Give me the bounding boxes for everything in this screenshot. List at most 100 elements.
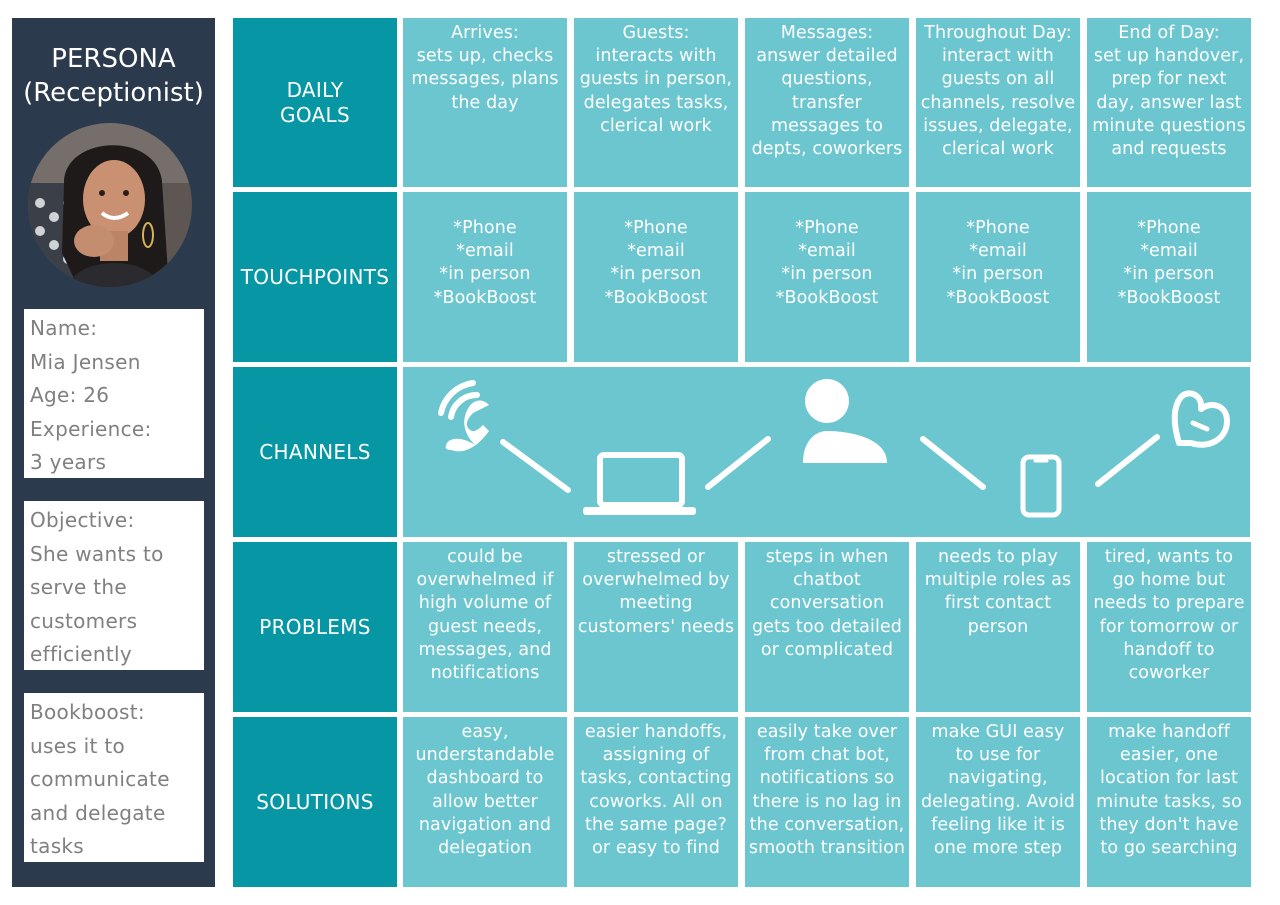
- row-header-daily-goals: DAILY GOALS: [233, 18, 397, 187]
- cell-line: *email: [456, 241, 514, 262]
- cell-line: *email: [798, 241, 856, 262]
- channel-connector: [500, 439, 571, 493]
- bookboost-line: and delegate: [30, 800, 166, 825]
- cell-line: *Phone: [624, 218, 688, 238]
- cell-line: answer detailed: [756, 46, 898, 67]
- cell-line: issues, delegate,: [923, 115, 1073, 136]
- phone-icon: [438, 380, 489, 452]
- row-header-label: PROBLEMS: [259, 614, 371, 639]
- cell-line: messages to: [771, 115, 883, 136]
- channel-connector: [705, 436, 771, 490]
- daily-goals-cell-end-of-day: End of Day: set up handover, prep for ne…: [1087, 18, 1251, 187]
- row-header-solutions: SOLUTIONS: [233, 717, 397, 887]
- cell-line: feeling like it is: [931, 814, 1065, 835]
- objective-line: Objective:: [30, 508, 135, 532]
- objective-line: serve the: [30, 575, 127, 599]
- cell-line: guest needs,: [427, 616, 543, 637]
- cell-line: from chat bot,: [764, 745, 890, 766]
- cell-line: navigation and: [418, 814, 552, 835]
- cell-line: or easy to find: [592, 838, 720, 859]
- touchpoints-cell: *Phone *email *in person *BookBoost: [1087, 192, 1251, 362]
- solutions-cell: make handoff easier, one location for la…: [1087, 717, 1251, 887]
- cell-line: *email: [969, 241, 1027, 262]
- cell-line: minute questions: [1092, 115, 1246, 136]
- cell-line: chatbot: [793, 570, 861, 591]
- cell-line: coworks. All on: [589, 791, 723, 812]
- cell-line: *in person: [439, 264, 531, 285]
- cell-line: allow better: [432, 791, 538, 812]
- cell-line: navigating,: [948, 768, 1048, 789]
- cell-line: sets up, checks: [416, 46, 554, 67]
- cell-line: make handoff: [1108, 722, 1230, 742]
- cell-line: person: [967, 616, 1029, 637]
- cell-line: *Phone: [1137, 218, 1201, 238]
- cell-line: delegates tasks,: [583, 92, 729, 113]
- persona-details-box: Name: Mia Jensen Age: 26 Experience: 3 y…: [24, 309, 204, 478]
- cell-line: easy,: [461, 722, 509, 742]
- objective-line: customers: [30, 608, 138, 633]
- cell-line: coworker: [1128, 663, 1210, 684]
- cell-line: delegating. Avoid: [920, 791, 1076, 812]
- row-header-label: GOALS: [280, 102, 350, 127]
- cell-line: *Phone: [966, 218, 1030, 238]
- cell-line: location for last: [1100, 768, 1238, 789]
- touchpoints-cell: *Phone *email *in person *BookBoost: [574, 192, 738, 362]
- cell-line: prep for next: [1111, 69, 1227, 90]
- cell-line: easily take over: [756, 722, 898, 742]
- cell-line: could be: [447, 547, 523, 567]
- bookboost-line: uses it to: [30, 733, 126, 758]
- cell-line: go home but: [1112, 570, 1226, 591]
- cell-line: Throughout Day:: [924, 23, 1072, 43]
- cell-line: gets too detailed: [751, 616, 902, 637]
- cell-line: high volume of: [418, 593, 552, 614]
- touchpoints-cell: *Phone *email *in person *BookBoost: [403, 192, 567, 362]
- cell-line: stressed or: [606, 547, 706, 567]
- cell-line: tired, wants to: [1104, 547, 1234, 567]
- persona-title-line: (Receptionist): [23, 78, 204, 108]
- cell-line: easier, one: [1119, 745, 1219, 766]
- channels-panel: [403, 367, 1250, 537]
- cell-line: to go searching: [1100, 838, 1238, 859]
- persona-objective-box: Objective: She wants to serve the custom…: [24, 501, 204, 670]
- row-header-label: DAILY: [286, 77, 344, 102]
- cell-line: multiple roles as: [924, 570, 1072, 591]
- cell-line: *Phone: [795, 218, 859, 238]
- cell-line: make GUI easy: [931, 722, 1065, 742]
- daily-goals-cell-throughout-day: Throughout Day: interact with guests on …: [916, 18, 1080, 187]
- cell-line: and requests: [1111, 139, 1227, 160]
- objective-line: efficiently: [30, 642, 133, 666]
- row-header-channels: CHANNELS: [233, 367, 397, 537]
- objective-line: She wants to: [30, 541, 164, 566]
- cell-line: smooth transition: [748, 838, 906, 859]
- cell-line: or complicated: [760, 639, 894, 660]
- solutions-cell: make GUI easy to use for navigating, del…: [916, 717, 1080, 887]
- daily-goals-cell-arrives: Arrives: sets up, checks messages, plans…: [403, 18, 567, 187]
- cell-line: delegation: [438, 838, 532, 859]
- cell-line: the same page?: [585, 814, 727, 835]
- cell-line: *in person: [610, 264, 702, 285]
- cell-line: conversation: [769, 593, 885, 614]
- laptop-icon: [583, 452, 696, 515]
- cell-line: *email: [1140, 241, 1198, 262]
- cell-line: customers' needs: [577, 616, 735, 637]
- cell-line: *BookBoost: [775, 287, 879, 308]
- cell-line: needs to prepare: [1093, 593, 1245, 614]
- bookboost-line: Bookboost:: [30, 700, 145, 724]
- touchpoints-cell: *Phone *email *in person *BookBoost: [745, 192, 909, 362]
- cell-line: interacts with: [595, 46, 717, 67]
- cell-line: the conversation,: [749, 814, 905, 835]
- solutions-cell: easily take over from chat bot, notifica…: [745, 717, 909, 887]
- bookboost-line: tasks: [30, 834, 85, 858]
- cell-line: dashboard to: [426, 768, 544, 789]
- cell-line: questions,: [781, 69, 873, 90]
- cell-line: for tomorrow or: [1099, 616, 1239, 637]
- cell-line: guests on all: [941, 69, 1055, 90]
- bookboost-logo-icon: [1171, 390, 1230, 448]
- cell-line: *in person: [781, 264, 873, 285]
- bookboost-line: communicate: [30, 767, 170, 791]
- cell-line: they don't have: [1099, 814, 1239, 835]
- solutions-cell: easier handoffs, assigning of tasks, con…: [574, 717, 738, 887]
- cell-line: messages, and: [418, 639, 552, 660]
- problems-cell: could be overwhelmed if high volume of g…: [403, 542, 567, 712]
- solutions-cell: easy, understandable dashboard to allow …: [403, 717, 567, 887]
